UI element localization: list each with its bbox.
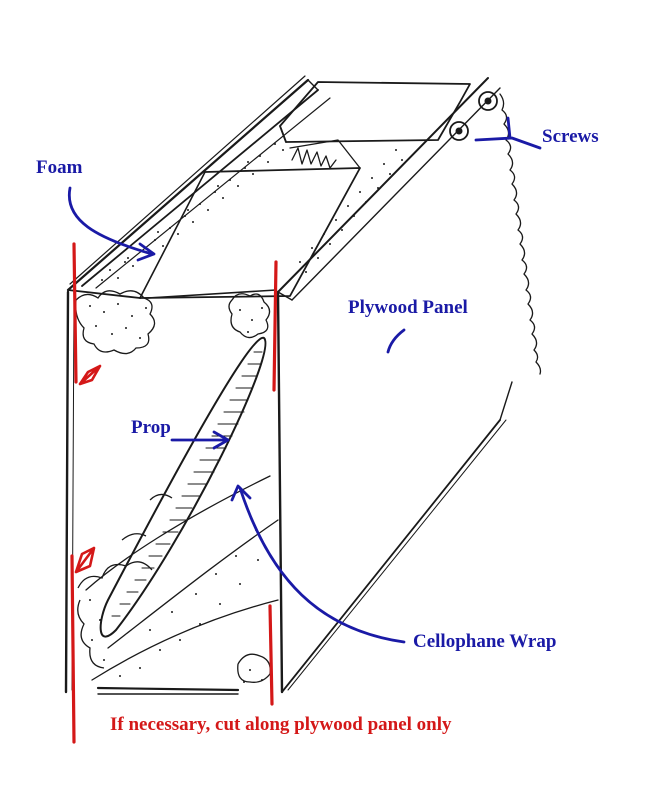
label-prop: Prop: [131, 417, 171, 438]
screws-bracket: [474, 116, 542, 150]
cut-arrow-lower: [74, 546, 96, 574]
top-lid-plank: [139, 167, 361, 299]
plywood-squiggle: [386, 328, 406, 354]
front-face-left: [64, 290, 70, 694]
foam-bottom: [89, 529, 263, 683]
lid-torn-edge: [291, 147, 337, 169]
cut-line-right-upper: [272, 260, 278, 392]
foam-clouds: [75, 290, 271, 683]
box-sketch: [64, 75, 542, 695]
front-face-right: [276, 290, 284, 694]
cut-arrow-upper: [78, 364, 102, 386]
foam-top-strip: [101, 143, 284, 281]
cellophane-arrow: [238, 486, 406, 644]
foam-arrow: [67, 186, 154, 256]
cut-line-left-lower: [70, 554, 76, 744]
side-panel-wavy-edge: [499, 93, 542, 375]
screw-1: [478, 91, 498, 111]
label-cellophane-wrap: Cellophane Wrap: [413, 631, 556, 652]
prop-hatching: [111, 351, 263, 617]
cellophane-wrap-outline: [85, 475, 279, 681]
prop-outline: [99, 336, 267, 638]
cut-line-right-lower: [268, 604, 274, 706]
label-plywood-panel: Plywood Panel: [348, 297, 468, 318]
foam-right-strip: [299, 149, 403, 273]
screw-2: [449, 121, 469, 141]
red-cut-lines: [70, 242, 278, 744]
foam-front-band: [89, 303, 263, 339]
label-foam: Foam: [36, 157, 83, 178]
side-panel-bottom: [281, 419, 501, 693]
far-top-plate: [279, 81, 471, 143]
top-left-edge: [66, 78, 310, 292]
cut-line-left-upper: [72, 242, 78, 384]
front-face-bottom: [96, 686, 240, 692]
blue-annotations: [67, 116, 542, 644]
label-cut-note: If necessary, cut along plywood panel on…: [110, 714, 452, 735]
label-screws: Screws: [542, 126, 599, 147]
